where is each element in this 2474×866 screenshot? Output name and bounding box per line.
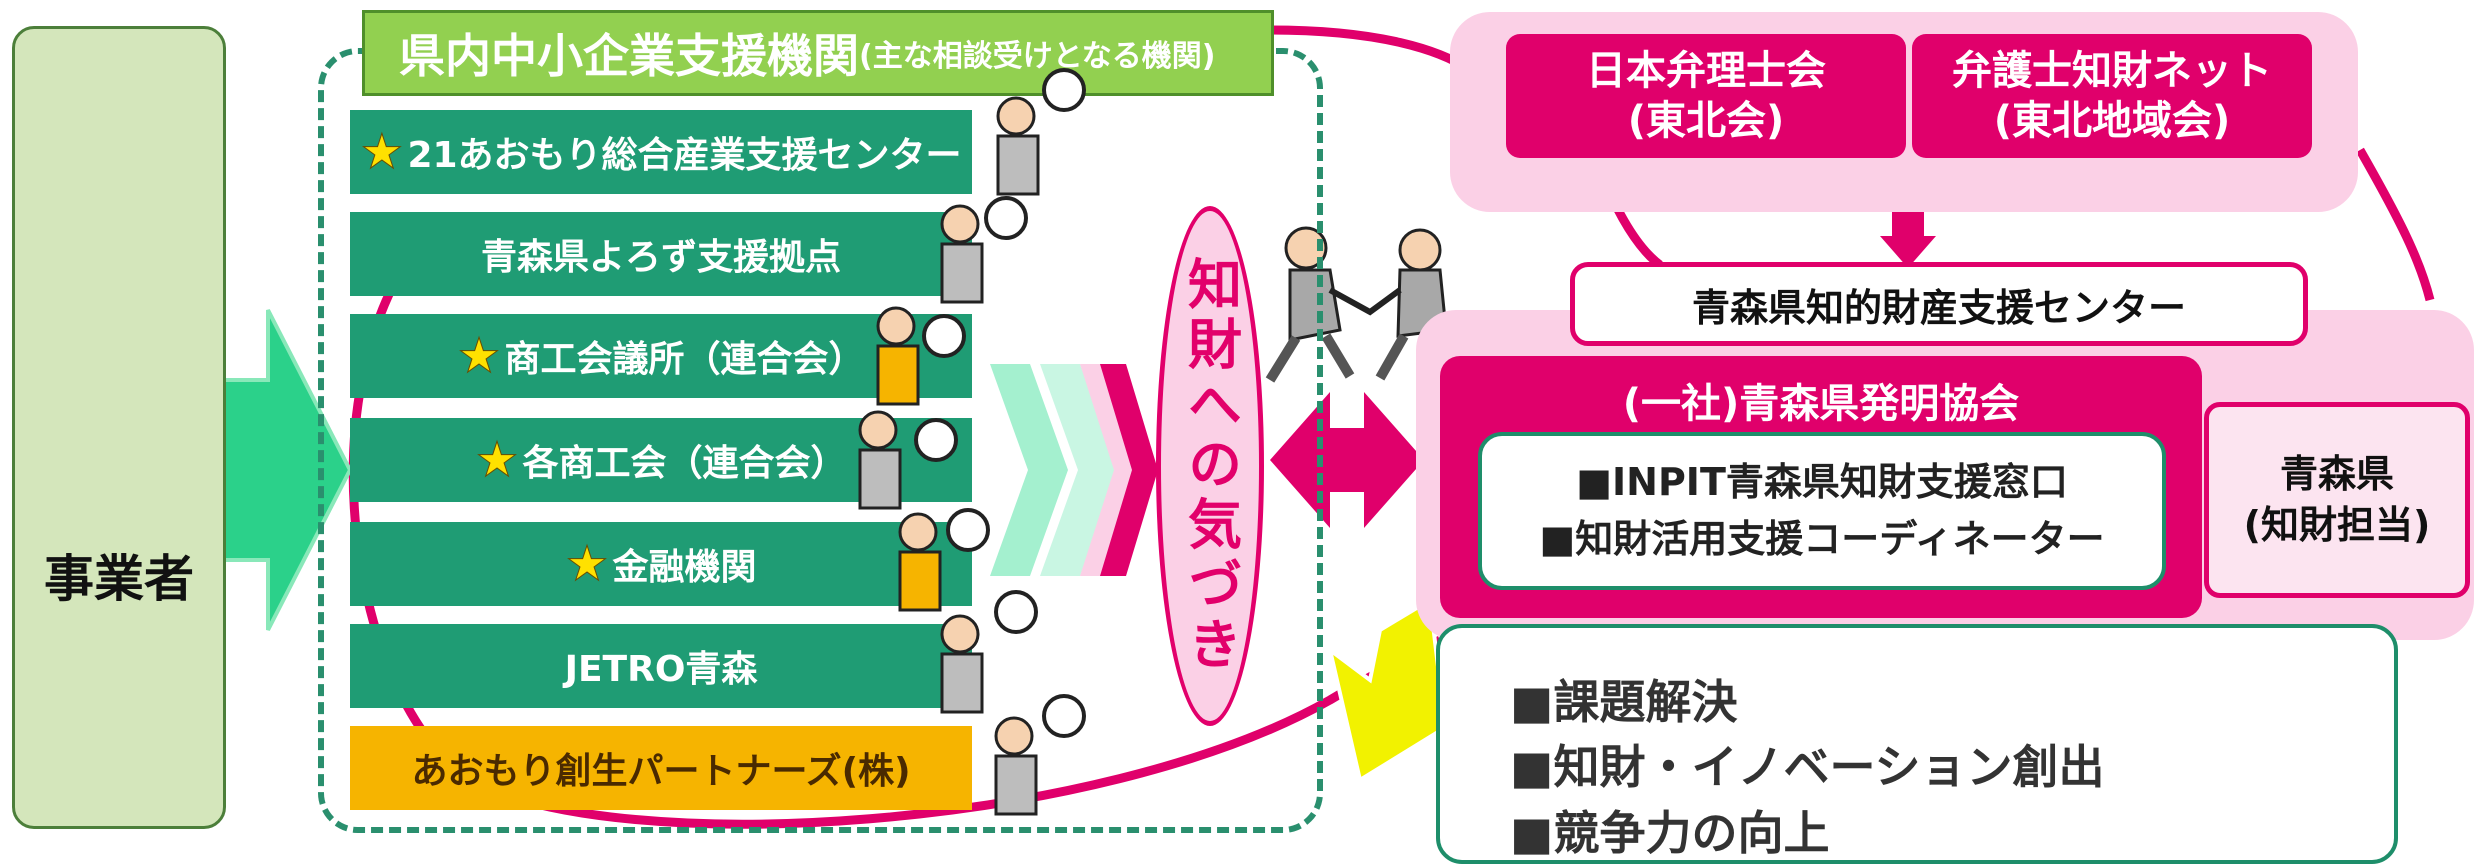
chevron-4 bbox=[1100, 364, 1158, 576]
agency-item-partners: あおもり創生パートナーズ(株) bbox=[350, 726, 972, 810]
agencies-title: 県内中小企業支援機関 bbox=[399, 29, 859, 83]
ip-support-center-box: 青森県知的財産支援センター bbox=[1570, 262, 2308, 346]
agency-label: 青森県よろず支援拠点 bbox=[480, 237, 841, 278]
prefecture-name: 青森県 bbox=[2279, 451, 2394, 496]
star-icon: ★ bbox=[475, 432, 519, 489]
awareness-ellipse bbox=[1156, 206, 1264, 726]
star-icon: ★ bbox=[565, 536, 609, 593]
agencies-title-box: 県内中小企業支援機関 (主な相談受けとなる機関) bbox=[362, 10, 1274, 96]
operator-panel bbox=[12, 26, 226, 829]
agency-label: JETRO青森 bbox=[564, 649, 758, 690]
agency-label: 金融機関 bbox=[612, 547, 757, 588]
invention-association-services: ■INPIT青森県知財支援窓口 ■知財活用支援コーディネーター bbox=[1478, 432, 2166, 590]
results-list: ■課題解決 ■知財・イノベーション創出 ■競争力の向上 bbox=[1510, 670, 2105, 866]
service-item-inpit: ■INPIT青森県知財支援窓口 bbox=[1576, 460, 2068, 504]
agency-item-chamber: ★ 商工会議所（連合会） bbox=[350, 314, 972, 398]
results-box bbox=[1436, 624, 2398, 864]
star-icon: ★ bbox=[457, 328, 501, 385]
agency-label: 21あおもり総合産業支援センター bbox=[407, 135, 962, 176]
double-arrow bbox=[1270, 392, 1424, 528]
agency-label: あおもり創生パートナーズ(株) bbox=[411, 751, 911, 792]
agency-item-financial: ★ 金融機関 bbox=[350, 522, 972, 606]
agency-label: 各商工会（連合会） bbox=[522, 443, 847, 484]
agency-item-yorozu: 青森県よろず支援拠点 bbox=[350, 212, 972, 296]
lawyers-ip-net-name: 弁護士知財ネット bbox=[1952, 48, 2272, 94]
loop-right-path bbox=[2356, 147, 2435, 302]
result-item-issue-resolution: ■課題解決 bbox=[1510, 675, 1738, 729]
agency-item-jetro: JETRO青森 bbox=[350, 624, 972, 708]
result-item-innovation: ■知財・イノベーション創出 bbox=[1510, 740, 2105, 795]
patent-attorneys-region: (東北会) bbox=[1627, 98, 1785, 144]
result-item-competitiveness: ■競争力の向上 bbox=[1510, 805, 1830, 860]
lawyers-ip-net-region: (東北地域会) bbox=[1993, 98, 2231, 144]
invention-association-title: (一社)青森県発明協会 bbox=[1622, 381, 2020, 427]
prefecture-box: 青森県 (知財担当) bbox=[2204, 402, 2470, 598]
lawyers-ip-net-box: 弁護士知財ネット (東北地域会) bbox=[1912, 34, 2312, 158]
prefecture-dept: (知財担当) bbox=[2243, 503, 2431, 547]
chevron-1 bbox=[990, 364, 1068, 576]
star-icon: ★ bbox=[360, 124, 404, 181]
agency-item-commerce-assoc: ★ 各商工会（連合会） bbox=[350, 418, 972, 502]
awareness-label: 知財への気づき bbox=[1178, 256, 1242, 676]
patent-attorneys-name: 日本弁理士会 bbox=[1586, 48, 1826, 94]
operator-label: 事業者 bbox=[44, 550, 194, 608]
agencies-subtitle: (主な相談受けとなる機関) bbox=[859, 39, 1216, 74]
chevron-3 bbox=[1080, 364, 1140, 576]
agency-item-21aomori: ★ 21あおもり総合産業支援センター bbox=[350, 110, 972, 194]
service-item-coordinator: ■知財活用支援コーディネーター bbox=[1539, 517, 2105, 561]
patent-attorneys-box: 日本弁理士会 (東北会) bbox=[1506, 34, 1906, 158]
agency-label: 商工会議所（連合会） bbox=[504, 339, 865, 380]
